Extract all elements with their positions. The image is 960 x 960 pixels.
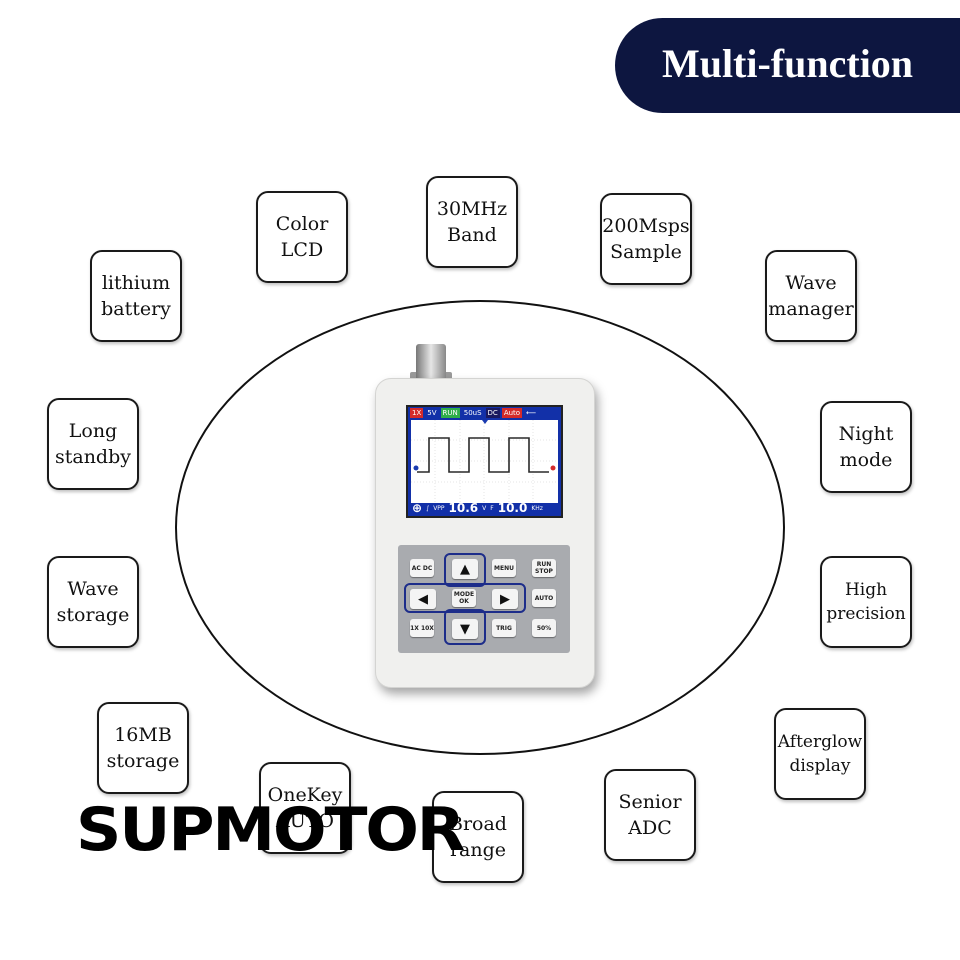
feature-line: 200Msps xyxy=(602,215,690,237)
feature-onekey-auto: OneKey AUTO xyxy=(259,762,351,854)
measurement-bar: ⊕ ∫ VPP 10.6 V F 10.0 KHz xyxy=(408,500,561,516)
feature-broad-range: Broad range xyxy=(432,791,524,883)
crosshair-icon: ⊕ xyxy=(412,501,423,515)
dpad-middle-frame xyxy=(404,583,526,613)
vpp-label: VPP xyxy=(433,504,445,512)
status-run: RUN xyxy=(440,408,460,418)
feature-line: Afterglow xyxy=(777,732,863,752)
down-arrow-button[interactable]: ▼ xyxy=(452,619,478,639)
dpad-up-frame xyxy=(444,553,486,587)
feature-line: standby xyxy=(54,446,131,468)
vpp-unit: V xyxy=(482,504,487,512)
feature-line: Wave xyxy=(785,272,837,294)
feature-line: battery xyxy=(101,298,171,320)
feature-line: storage xyxy=(56,604,130,626)
bnc-connector xyxy=(416,344,446,382)
feature-wave-manager: Wave manager xyxy=(765,250,857,342)
status-trigger: Auto xyxy=(501,408,523,418)
feature-line: 16MB xyxy=(114,724,172,746)
feature-line: Long xyxy=(68,420,118,442)
keypad: AC DC ▲ MENU RUN STOP ◀ MODE OK ▶ AUTO 1… xyxy=(398,545,570,653)
status-bar: 1X 5V RUN 50uS DC Auto ⟵ xyxy=(408,407,561,419)
feature-band: 30MHz Band xyxy=(426,176,518,268)
auto-button[interactable]: AUTO xyxy=(532,589,556,607)
feature-long-standby: Long standby xyxy=(47,398,139,490)
feature-line: OneKey xyxy=(267,784,343,806)
dpad-down-frame xyxy=(444,609,486,645)
feature-lithium-battery: lithium battery xyxy=(90,250,182,342)
feature-line: Night xyxy=(838,423,894,445)
f-unit: KHz xyxy=(531,504,543,512)
feature-night-mode: Night mode xyxy=(820,401,912,493)
waveform-plot xyxy=(411,420,558,503)
supmotor-logo: SUPMOTOR xyxy=(76,795,465,865)
status-back-icon: ⟵ xyxy=(526,409,537,417)
feature-line: range xyxy=(449,839,507,861)
status-coupling: DC xyxy=(485,408,500,418)
status-timebase: 50uS xyxy=(463,409,482,417)
trig-button[interactable]: TRIG xyxy=(492,619,516,637)
feature-afterglow-display: Afterglow display xyxy=(774,708,866,800)
up-arrow-button[interactable]: ▲ xyxy=(452,559,478,579)
feature-line: lithium xyxy=(101,272,171,294)
fifty-percent-button[interactable]: 50% xyxy=(532,619,556,637)
probe-ratio-button[interactable]: 1X 10X xyxy=(410,619,434,637)
feature-line: Color xyxy=(275,213,329,235)
vpp-value: 10.6 xyxy=(448,501,479,515)
trigger-edge-icon: ∫ xyxy=(426,504,430,512)
feature-wave-storage: Wave storage xyxy=(47,556,139,648)
feature-color-lcd: Color LCD xyxy=(256,191,348,283)
feature-line: AUTO xyxy=(276,810,334,832)
f-value: 10.0 xyxy=(497,501,528,515)
feature-line: 30MHz xyxy=(436,198,508,220)
mode-ok-button[interactable]: MODE OK xyxy=(452,589,476,607)
feature-line: LCD xyxy=(280,239,324,261)
feature-line: display xyxy=(789,756,851,776)
feature-senior-adc: Senior ADC xyxy=(604,769,696,861)
feature-line: ADC xyxy=(628,817,672,839)
feature-line: Band xyxy=(447,224,497,246)
feature-line: Wave xyxy=(67,578,119,600)
banner-title: Multi-function xyxy=(661,41,914,86)
square-wave xyxy=(411,420,558,503)
feature-line: Senior xyxy=(618,791,682,813)
feature-line: mode xyxy=(839,449,893,471)
f-label: F xyxy=(490,504,494,512)
status-probe: 1X xyxy=(410,408,424,418)
feature-line: precision xyxy=(826,604,906,624)
feature-sample: 200Msps Sample xyxy=(600,193,692,285)
status-volt: 5V xyxy=(427,409,437,417)
feature-high-precision: High precision xyxy=(820,556,912,648)
multi-function-banner: Multi-function xyxy=(615,18,960,113)
acdc-button[interactable]: AC DC xyxy=(410,559,434,577)
device-ellipse xyxy=(175,300,785,755)
oscilloscope-screen: 1X 5V RUN 50uS DC Auto ⟵ ⊕ ∫ VPP 10.6 V … xyxy=(406,405,563,518)
feature-line: Sample xyxy=(610,241,682,263)
menu-button[interactable]: MENU xyxy=(492,559,516,577)
feature-line: storage xyxy=(106,750,180,772)
runstop-button[interactable]: RUN STOP xyxy=(532,559,556,577)
right-arrow-button[interactable]: ▶ xyxy=(492,589,518,609)
feature-line: Broad xyxy=(449,813,507,835)
feature-line: manager xyxy=(768,298,854,320)
left-arrow-button[interactable]: ◀ xyxy=(410,589,436,609)
feature-line: High xyxy=(844,580,888,600)
feature-16mb-storage: 16MB storage xyxy=(97,702,189,794)
